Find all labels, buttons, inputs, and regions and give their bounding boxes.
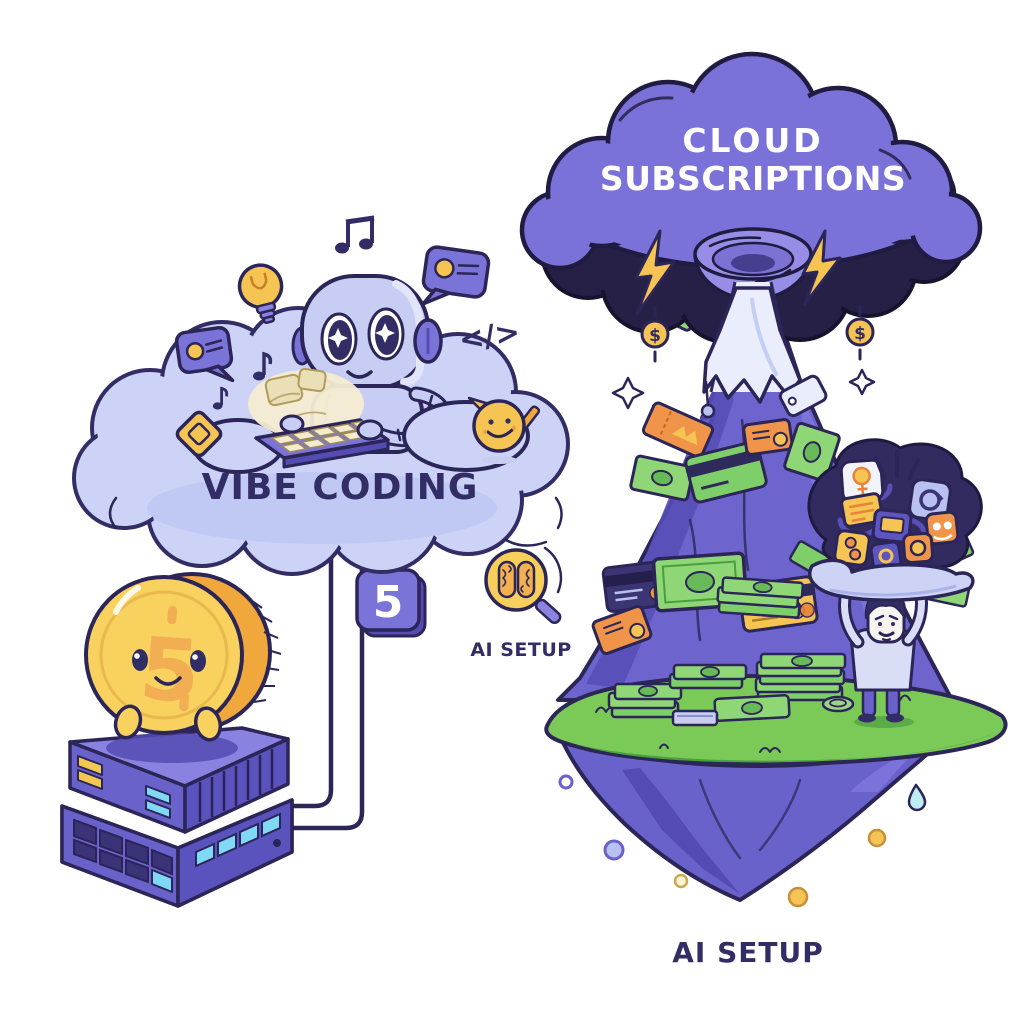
app-icon-ring — [869, 540, 903, 572]
storm-cloud-label-line1: CLOUD — [682, 121, 823, 160]
man-legs — [858, 682, 904, 723]
imp-coin-icon — [467, 396, 541, 464]
swoosh-accents — [108, 496, 563, 547]
money-bill — [783, 421, 841, 483]
app-icon-contacts — [924, 510, 960, 546]
brain-magnifier-icon — [484, 546, 563, 625]
money-bill-stack — [668, 663, 748, 690]
storm-cloud-label-line2: SUBSCRIPTIONS — [600, 159, 906, 198]
app-icon-note — [840, 492, 884, 528]
app-icon-billing — [833, 529, 871, 567]
credit-card-orange — [591, 605, 653, 655]
price-badge: 5 — [355, 568, 427, 638]
credit-card-orange — [742, 418, 794, 456]
chat-bubble-icon — [421, 245, 491, 306]
holographic-projection — [248, 367, 364, 438]
money-bill-stack — [607, 682, 683, 719]
lightning-bolt-left — [634, 229, 676, 316]
credit-card-green — [684, 440, 768, 504]
island-label: AI SETUP — [672, 936, 824, 969]
dollar-coin-left: $ — [640, 306, 670, 363]
vibe-cloud-label: VIBE CODING — [202, 467, 479, 508]
coin-value: 5 — [136, 619, 203, 723]
vortex-funnel — [693, 227, 813, 302]
alert-strokes — [874, 450, 920, 480]
app-icon-refresh — [908, 478, 952, 522]
ai-setup-search-label: AI SETUP — [470, 639, 571, 661]
dollar-coin-right: $ — [845, 304, 875, 361]
sparkle-icon — [611, 376, 645, 410]
music-note-icon — [212, 386, 229, 410]
diamond-icon — [175, 410, 223, 458]
subscription-pile — [789, 438, 983, 608]
silver-ingot — [671, 709, 719, 727]
droplet-icon — [907, 783, 927, 812]
app-icon-female — [839, 458, 885, 504]
price-badge-value: 5 — [373, 577, 404, 628]
hanging-ball — [700, 380, 716, 419]
connection-cables — [284, 522, 365, 831]
dollar-symbol: $ — [649, 326, 661, 346]
price-tag-icon — [778, 374, 828, 418]
ticket-orange — [641, 401, 715, 459]
money-bill-stack-tall — [754, 652, 847, 702]
coin-on-grass — [821, 695, 855, 713]
storm-cloud: CLOUD SUBSCRIPTIONS — [519, 51, 983, 404]
code-tag-icon: </> — [457, 315, 523, 358]
music-note-icon — [253, 351, 273, 381]
robot-head — [300, 274, 443, 390]
money-bill-stack — [716, 576, 805, 619]
lightbulb-icon — [237, 263, 284, 325]
sparkle-icon — [848, 368, 876, 396]
dollar-symbol: $ — [854, 324, 866, 344]
app-icon-camera — [902, 532, 934, 564]
music-note-beam-icon — [335, 215, 375, 254]
chat-bubble-icon — [174, 325, 235, 383]
lightning-bolt-right — [801, 229, 842, 306]
falling-money — [591, 401, 857, 655]
keyboard — [254, 414, 390, 469]
coin-character: 5 — [84, 572, 282, 742]
floating-specks — [558, 774, 927, 908]
server-stack — [60, 726, 294, 908]
money-bill — [713, 694, 791, 722]
island-money — [607, 652, 855, 727]
